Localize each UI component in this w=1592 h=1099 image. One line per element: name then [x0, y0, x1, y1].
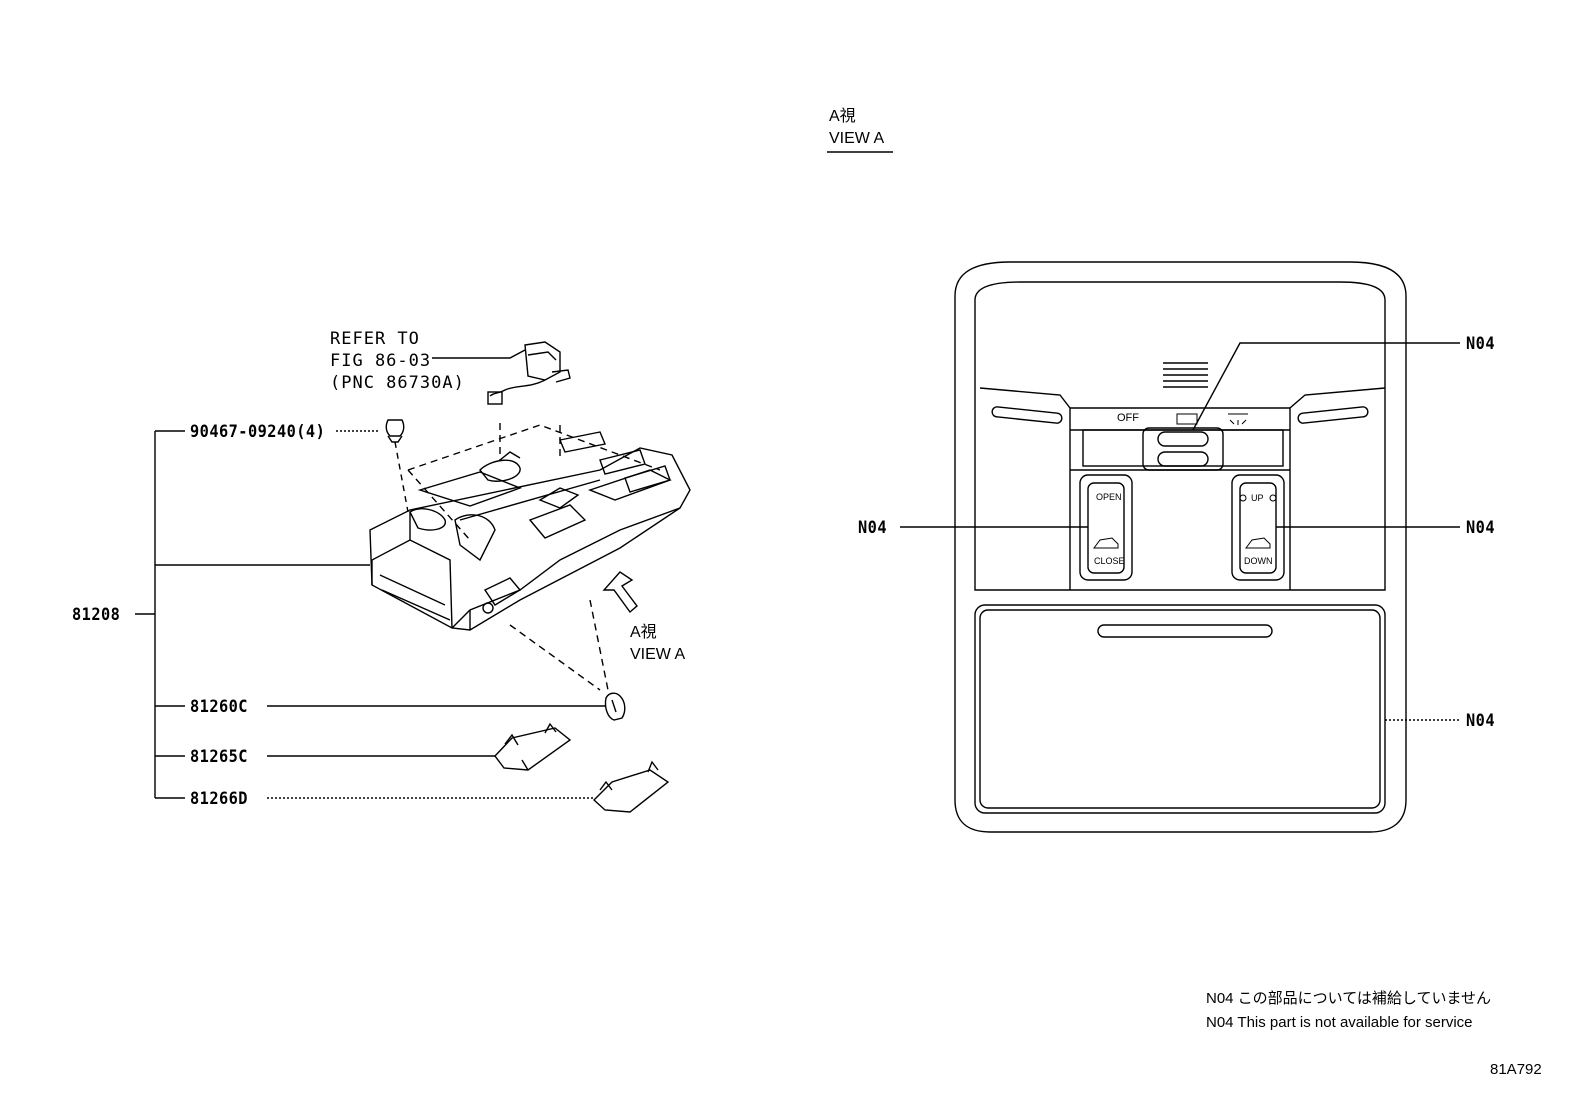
callout-n04-lid: N04	[1466, 711, 1495, 731]
switch-icons	[1093, 413, 1277, 549]
leader-lines	[135, 349, 606, 799]
figure-code: 81A792	[1490, 1061, 1542, 1078]
part-number-lens-1: 81265C	[190, 747, 248, 767]
switch-close-label: CLOSE	[1094, 556, 1125, 566]
map-lamp-assembly	[369, 431, 691, 631]
part-number-clip: 90467-09240(4)	[190, 422, 326, 442]
wire-harness	[487, 341, 571, 405]
refer-to-line-1: REFER TO	[330, 329, 420, 349]
service-note-en: N04 This part is not available for servi…	[1206, 1014, 1473, 1031]
switch-open-label: OPEN	[1096, 492, 1122, 502]
part-number-bulb: 81260C	[190, 697, 248, 717]
view-a-title-jp: A視	[829, 108, 856, 125]
lens-81265c	[494, 722, 572, 771]
view-a-arrow-label-jp: A視	[630, 624, 657, 641]
callout-n04-right: N04	[1466, 518, 1495, 538]
callout-lines	[900, 342, 1460, 721]
switch-off-label: OFF	[1117, 412, 1139, 424]
callout-n04-top: N04	[1466, 334, 1495, 354]
switch-down-label: DOWN	[1244, 556, 1273, 566]
part-number-lens-2: 81266D	[190, 789, 248, 809]
service-note-jp: N04 この部品については補給していません	[1206, 990, 1492, 1007]
view-a-arrow-label-en: VIEW A	[630, 646, 686, 663]
view-a-title: A視 VIEW A	[829, 106, 884, 150]
switch-up-label: UP	[1251, 493, 1264, 503]
clip-part	[385, 419, 409, 513]
console-outline	[954, 261, 1407, 833]
refer-to-label: REFER TO FIG 86-03 (PNC 86730A)	[330, 328, 465, 394]
service-note: N04 この部品については補給していません N04 This part is n…	[1206, 987, 1491, 1035]
view-a-arrow-label: A視 VIEW A	[630, 622, 685, 666]
lens-81266d	[592, 760, 670, 813]
bulb-part	[604, 692, 626, 721]
view-a-arrow	[602, 571, 638, 614]
assembly-dash-lines	[407, 423, 661, 691]
callout-n04-left: N04	[858, 518, 887, 538]
view-a-title-en: VIEW A	[829, 130, 885, 147]
part-number-assembly: 81208	[72, 605, 121, 625]
refer-to-line-2: FIG 86-03	[330, 351, 432, 371]
refer-to-line-3: (PNC 86730A)	[330, 373, 465, 393]
